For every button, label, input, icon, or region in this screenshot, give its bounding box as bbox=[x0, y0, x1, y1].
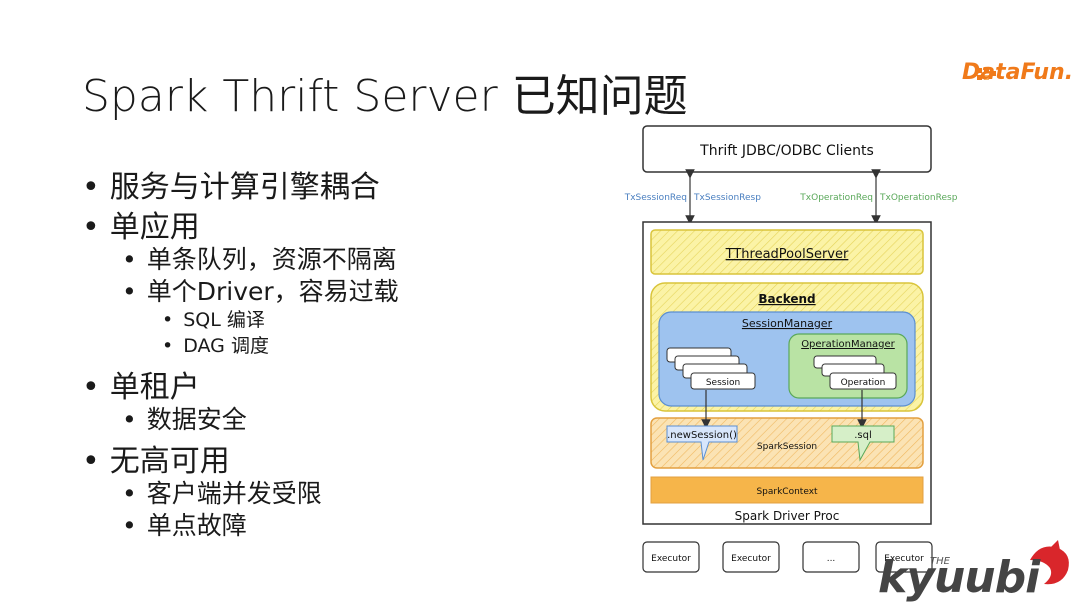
brand-prefix: THE bbox=[930, 556, 950, 567]
spark-context-box bbox=[650, 476, 924, 504]
executor-label: Executor bbox=[884, 554, 924, 564]
operation-label: Operation bbox=[841, 378, 886, 388]
sql-label: .sql bbox=[854, 430, 872, 441]
threadpool-box bbox=[650, 229, 924, 275]
bullet-item: •单应用 bbox=[82, 210, 200, 245]
session-label: Session bbox=[706, 378, 740, 388]
executor-box bbox=[875, 541, 933, 573]
threadpool-label: TThreadPoolServer bbox=[725, 247, 849, 262]
new-session-callout bbox=[666, 425, 738, 461]
datafun-logo-icon bbox=[977, 68, 996, 80]
session-manager-label: SessionManager bbox=[742, 317, 833, 330]
bullet-item: •单租户 bbox=[82, 370, 200, 405]
kyuubi-logo-text: kyuubi bbox=[878, 552, 1040, 603]
bullet-item: •服务与计算引擎耦合 bbox=[82, 170, 380, 205]
clients-box bbox=[642, 125, 932, 173]
executor-label: Executor bbox=[651, 554, 691, 564]
sql-callout bbox=[831, 425, 895, 462]
clients-label: Thrift JDBC/ODBC Clients bbox=[699, 143, 874, 159]
session-box bbox=[690, 372, 756, 390]
bullet-item: •单条队列，资源不隔离 bbox=[122, 245, 397, 274]
bullet-item: •无高可用 bbox=[82, 444, 230, 479]
slide-title: Spark Thrift Server 已知问题 bbox=[82, 71, 688, 122]
bullet-item: •数据安全 bbox=[122, 405, 247, 434]
operation-box bbox=[829, 372, 897, 390]
executor-label: ... bbox=[827, 554, 836, 564]
datafun-logo-text: DataFun. bbox=[962, 60, 1074, 85]
spark-session-label: SparkSession bbox=[757, 442, 817, 452]
bullet-item: •DAG 调度 bbox=[162, 335, 269, 357]
spark-context-label: SparkContext bbox=[756, 487, 818, 497]
kyuubi-fox-icon bbox=[1030, 540, 1069, 585]
executor-box bbox=[802, 541, 860, 573]
operation-manager-label: OperationManager bbox=[801, 339, 895, 350]
session-response-label: TxSessionResp bbox=[693, 193, 761, 203]
bullet-item: •SQL 编译 bbox=[162, 309, 265, 331]
bullet-item: •单个Driver，容易过载 bbox=[122, 277, 399, 306]
operation-response-label: TxOperationResp bbox=[879, 193, 958, 203]
executor-box bbox=[722, 541, 780, 573]
session-request-label: TxSessionReq bbox=[624, 193, 687, 203]
bullet-item: •客户端并发受限 bbox=[122, 479, 322, 508]
operation-request-label: TxOperationReq bbox=[799, 193, 873, 203]
backend-label: Backend bbox=[758, 292, 815, 306]
executor-box bbox=[642, 541, 700, 573]
executor-label: Executor bbox=[731, 554, 771, 564]
new-session-label: .newSession() bbox=[667, 430, 737, 441]
driver-label: Spark Driver Proc bbox=[735, 509, 840, 523]
bullet-item: •单点故障 bbox=[122, 511, 247, 540]
